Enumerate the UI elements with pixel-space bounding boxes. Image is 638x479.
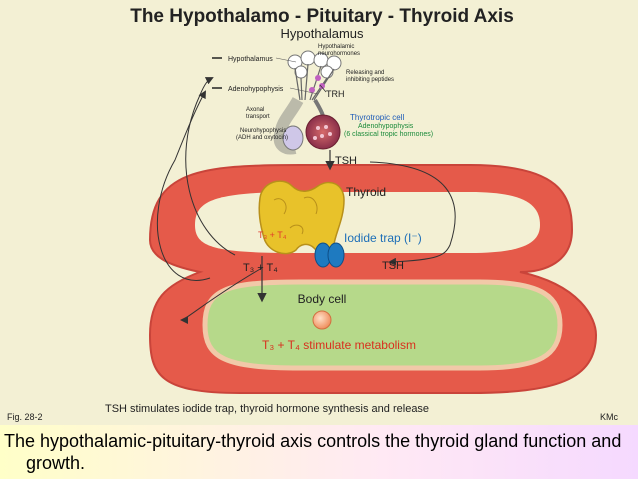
- label-releasing-2: inhibiting peptides: [346, 77, 394, 83]
- label-adenohypophysis-2: (6 classical tropic hormones): [344, 131, 433, 138]
- cell-nucleus: [313, 311, 331, 329]
- label-neurohypophysis-2: (ADH and oxytocin): [236, 135, 288, 141]
- axis-diagram: The Hypothalamo - Pituitary - Thyroid Ax…: [0, 0, 638, 425]
- label-thyrotropic-cell: Thyrotropic cell: [350, 113, 404, 122]
- figure-title: The Hypothalamo - Pituitary - Thyroid Ax…: [130, 6, 514, 27]
- fig-number: Fig. 28-2: [7, 412, 43, 422]
- footer-text: TSH stimulates iodide trap, thyroid horm…: [105, 403, 429, 415]
- label-neurohormones-1: Hypothalamic: [318, 44, 354, 50]
- author: KMc: [600, 412, 619, 422]
- label-t3-t4-left: T₃ + T₄: [243, 262, 278, 274]
- label-tsh-right: TSH: [382, 260, 404, 272]
- caption: The hypothalamic-pituitary-thyroid axis …: [4, 430, 634, 474]
- label-axonal-1: Axonal: [246, 107, 264, 113]
- adenohypophysis-green-labels: Adenohypophysis (6 classical tropic horm…: [344, 123, 433, 138]
- pituitary: [280, 100, 340, 150]
- label-neurohormones-2: neurohormones: [318, 51, 360, 57]
- hypothalamus-heading: Hypothalamus: [280, 26, 364, 41]
- figure: The Hypothalamo - Pituitary - Thyroid Ax…: [0, 0, 638, 425]
- left-label-adenohypophysis: Adenohypophysis: [228, 86, 284, 93]
- label-t3-t4-gland: T₃ + T₄: [258, 230, 287, 240]
- label-metabolism: T₃ + T₄ stimulate metabolism: [262, 338, 416, 352]
- thyroid-gland: [259, 181, 344, 253]
- label-body-cell: Body cell: [298, 292, 347, 306]
- label-iodide-trap: Iodide trap (I⁻): [344, 231, 422, 245]
- label-thyroid: Thyroid: [346, 185, 386, 199]
- label-axonal-2: transport: [246, 114, 270, 120]
- label-tsh-top: TSH: [335, 155, 357, 167]
- circulation-vessel: [150, 165, 596, 393]
- body-cell-shape: [205, 282, 560, 368]
- left-label-hypothalamus: Hypothalamus: [228, 56, 273, 63]
- label-adenohypophysis-1: Adenohypophysis: [358, 123, 414, 130]
- label-releasing-1: Releasing and: [346, 70, 384, 76]
- label-neurohypophysis-1: Neurohypophysis: [240, 128, 286, 134]
- label-trh: TRH: [326, 89, 345, 99]
